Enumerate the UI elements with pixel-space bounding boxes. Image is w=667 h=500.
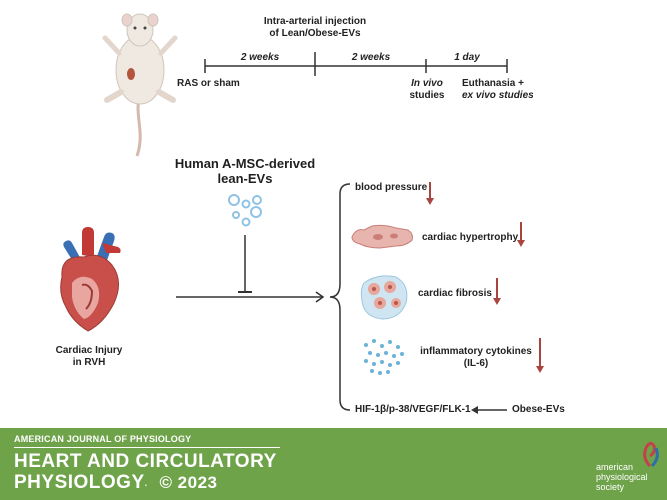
journal-copyright: © 2023 xyxy=(159,473,218,492)
timeline-title: Intra-arterial injection of Lean/Obese-E… xyxy=(230,16,400,40)
outcome-inflammatory-cytokines-sublabel: (IL-6) xyxy=(463,358,489,369)
treatment-heading-line1: Human A-MSC-derived xyxy=(174,156,316,171)
segment-label-3: 1 day xyxy=(454,52,480,63)
arrow-down-cardiac-hypertrophy xyxy=(517,222,525,247)
publisher-line1: american xyxy=(596,462,634,472)
publisher-line3: society xyxy=(596,482,625,492)
cytokines-icon xyxy=(364,339,404,375)
aps-logo-icon xyxy=(643,441,659,468)
publisher-name: american physiological society xyxy=(596,462,648,492)
timeline-mid-label-line2: studies xyxy=(409,90,445,101)
outcome-blood-pressure: blood pressure xyxy=(355,182,428,193)
arrow-down-blood-pressure xyxy=(426,182,434,205)
timeline-end-label-line2: ex vivo studies xyxy=(462,90,534,101)
pathway-source: Obese-EVs xyxy=(512,404,565,415)
journal-footer xyxy=(0,428,667,500)
outcome-inflammatory-cytokines: inflammatory cytokines (IL-6) xyxy=(420,346,532,370)
arrow-down-cardiac-fibrosis xyxy=(493,278,501,305)
heart-label-line1: Cardiac Injury xyxy=(55,345,123,356)
journal-title-line2: PHYSIOLOGY. © 2023 xyxy=(14,472,218,493)
timeline-end-label: Euthanasia + ex vivo studies xyxy=(462,78,534,102)
timeline-axis: 2 weeks 2 weeks 1 day xyxy=(204,52,508,76)
heart-icon xyxy=(60,227,121,332)
journal-small-title: AMERICAN JOURNAL OF PHYSIOLOGY xyxy=(14,434,192,444)
rat-illustration xyxy=(102,13,178,157)
cardiomyocyte-icon xyxy=(351,224,413,249)
pathway-arrow xyxy=(471,406,507,414)
outcome-cardiac-fibrosis: cardiac fibrosis xyxy=(418,288,492,299)
heart-label-line2: in RVH xyxy=(72,357,106,368)
inhibition-connector xyxy=(176,235,325,303)
pathway-label: HIF-1β/p-38/VEGF/FLK-1 xyxy=(355,404,471,415)
heart-label: Cardiac Injury in RVH xyxy=(44,345,134,369)
footer-divider xyxy=(14,447,280,448)
outcome-inflammatory-cytokines-label: inflammatory cytokines xyxy=(420,346,532,357)
timeline-mid-label: In vivo studies xyxy=(402,78,452,102)
publisher-line2: physiological xyxy=(596,472,648,482)
timeline-title-line1: Intra-arterial injection xyxy=(263,16,367,27)
journal-title-physiology: PHYSIOLOGY xyxy=(14,472,145,493)
segment-label-1: 2 weeks xyxy=(240,52,280,63)
segment-label-2: 2 weeks xyxy=(351,52,391,63)
arrow-down-inflammatory-cytokines xyxy=(536,338,544,373)
outcome-cardiac-hypertrophy: cardiac hypertrophy xyxy=(422,232,519,243)
journal-title-line1: HEART AND CIRCULATORY xyxy=(14,451,277,472)
vesicles-icon xyxy=(228,194,262,227)
treatment-heading: Human A-MSC-derived lean-EVs xyxy=(170,156,320,186)
timeline-start-label: RAS or sham xyxy=(177,78,240,89)
timeline-end-label-line1: Euthanasia + xyxy=(462,78,524,89)
treatment-heading-line2: lean-EVs xyxy=(217,171,273,186)
timeline-title-line2: of Lean/Obese-EVs xyxy=(269,28,361,39)
outcomes-brace xyxy=(329,183,351,411)
fibrosis-icon xyxy=(360,275,408,320)
timeline-mid-label-line1: In vivo xyxy=(411,78,443,89)
